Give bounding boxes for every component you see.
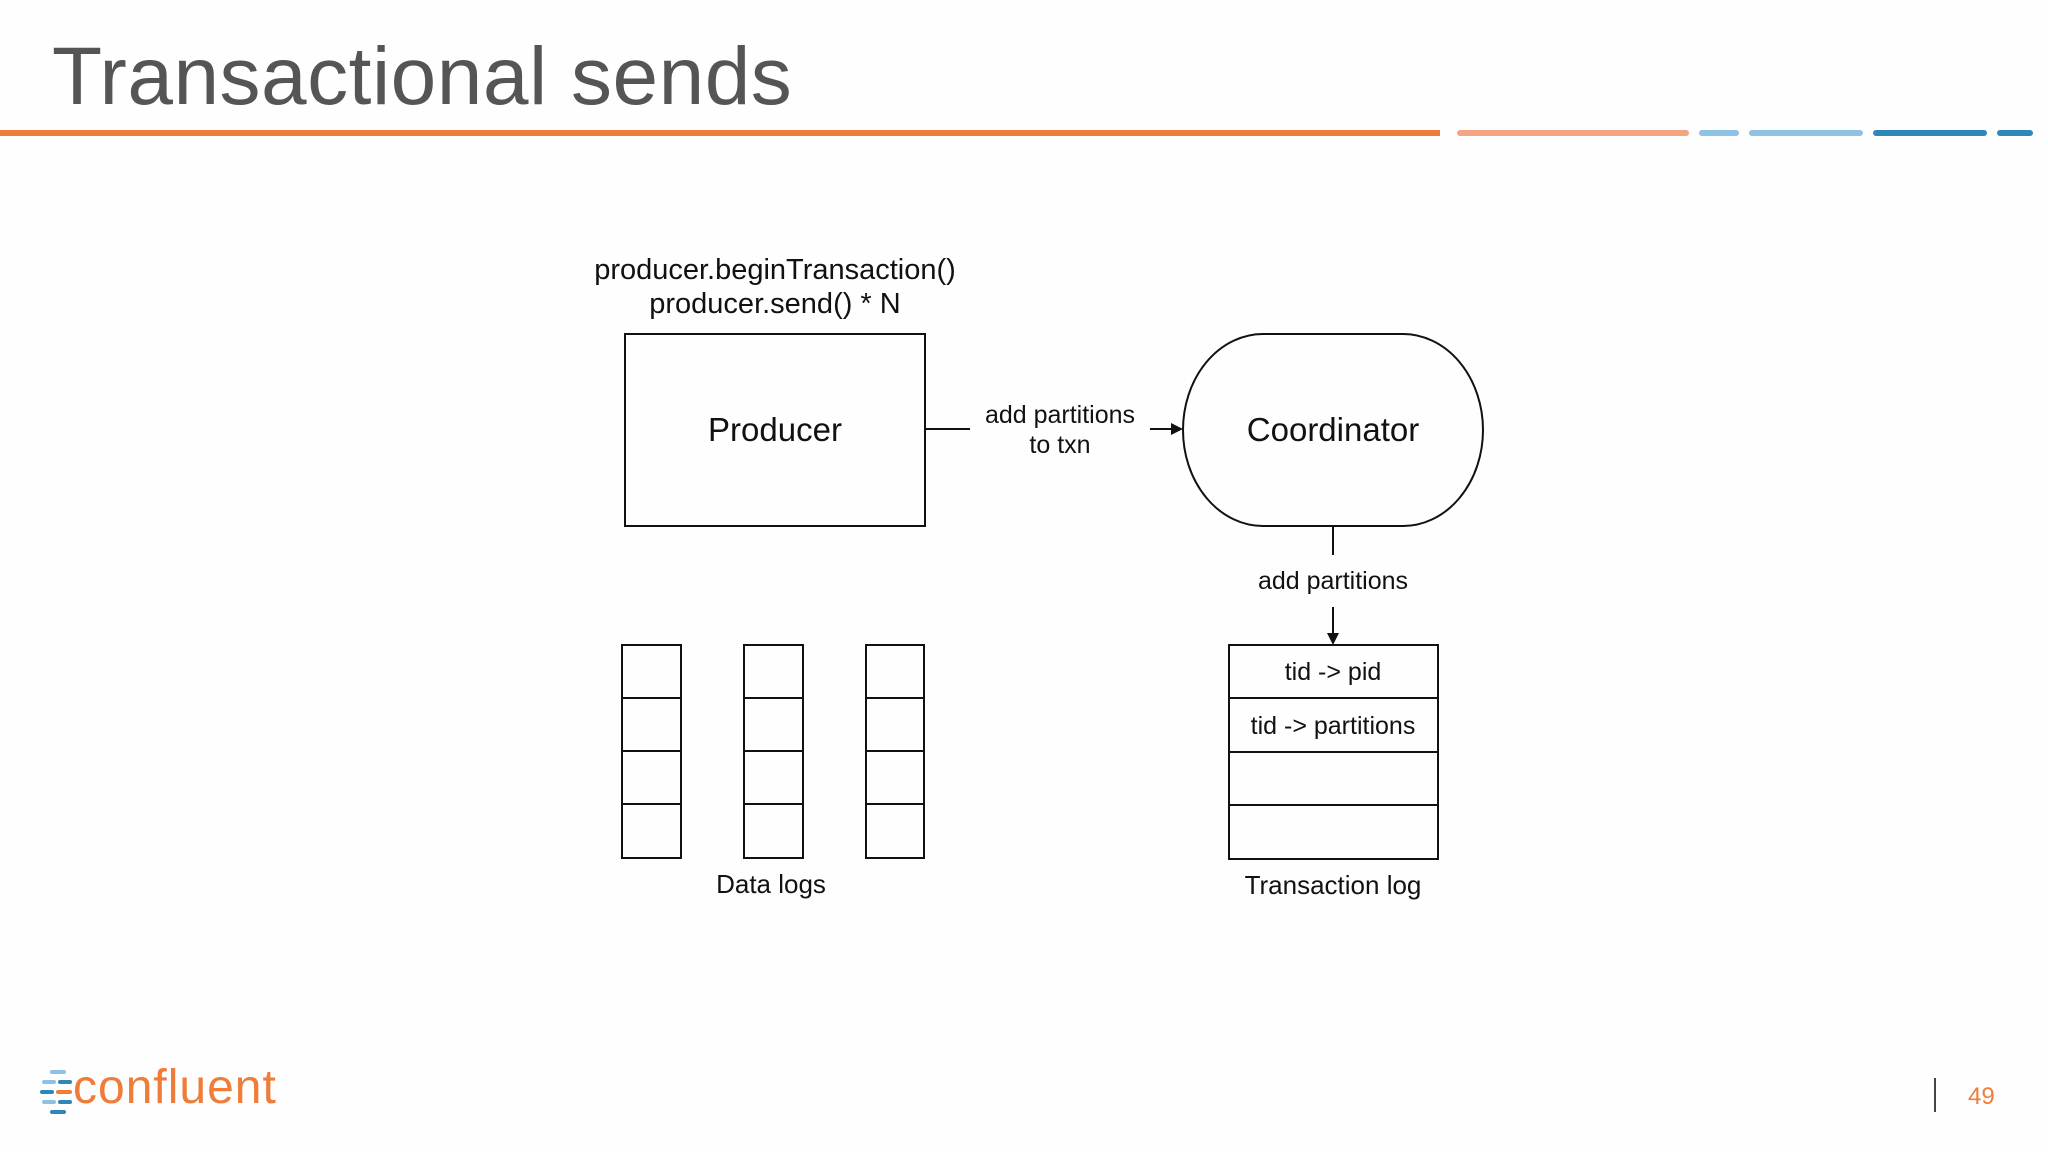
data-log-1 <box>621 644 682 859</box>
txn-log-row-tid-partitions: tid -> partitions <box>1251 712 1416 740</box>
page-number-separator <box>1934 1078 1936 1112</box>
transaction-log-label: Transaction log <box>1245 870 1422 900</box>
data-log-3 <box>865 644 925 859</box>
confluent-logo-icon <box>40 1070 72 1114</box>
txn-log-row-tid-pid: tid -> pid <box>1285 658 1382 686</box>
code-line-send: producer.send() * N <box>649 288 900 320</box>
title-rule <box>0 130 2033 136</box>
data-logs-label: Data logs <box>716 869 826 899</box>
down-arrow-label: add partitions <box>1258 567 1408 595</box>
page-number: 49 <box>1968 1083 1995 1110</box>
transaction-log <box>1228 644 1439 860</box>
producer-label: Producer <box>708 411 842 448</box>
slide-title: Transactional sends <box>52 31 793 122</box>
arrow-label-line-2: to txn <box>1029 431 1090 459</box>
coordinator-label: Coordinator <box>1247 411 1419 448</box>
code-line-begin-transaction: producer.beginTransaction() <box>594 254 956 286</box>
arrow-label-line-1: add partitions <box>985 401 1135 429</box>
confluent-logo-text: confluent <box>73 1061 277 1114</box>
data-log-2 <box>743 644 804 859</box>
